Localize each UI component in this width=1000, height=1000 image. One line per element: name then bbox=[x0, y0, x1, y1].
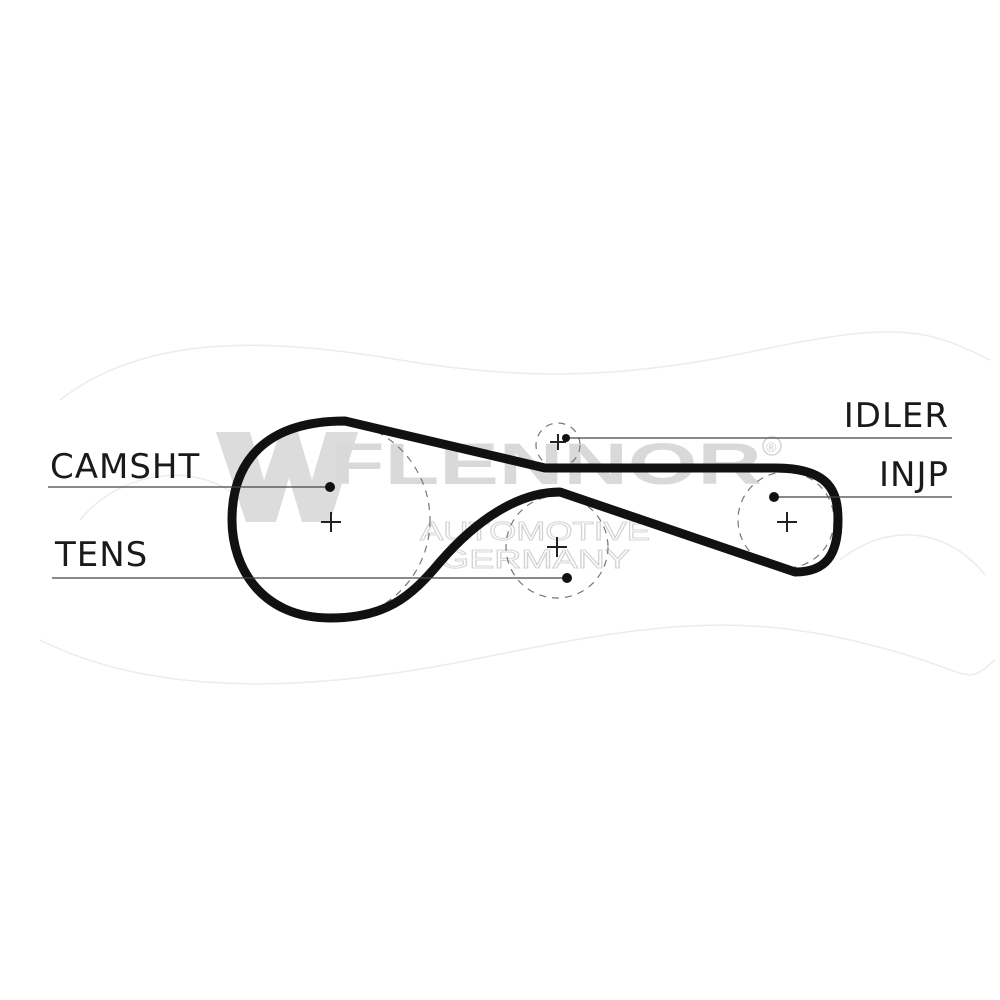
timing-belt bbox=[227, 416, 843, 623]
tensioner-centre-icon bbox=[547, 537, 567, 557]
injection-pump-label: INJP bbox=[879, 455, 949, 495]
tensioner-leader-dot bbox=[562, 573, 572, 583]
background-swirls bbox=[39, 331, 996, 685]
watermark-registered: ® bbox=[766, 439, 777, 455]
leader-lines bbox=[48, 434, 952, 583]
camshaft-centre-icon bbox=[321, 512, 341, 532]
idler-leader-dot bbox=[562, 434, 570, 442]
idler-pulley bbox=[535, 422, 581, 468]
idler-centre-icon bbox=[550, 434, 566, 450]
camshaft-label: CAMSHT bbox=[50, 447, 200, 487]
registered-circle bbox=[762, 436, 782, 456]
pulley-centres bbox=[321, 434, 797, 557]
labels: CAMSHT TENS IDLER INJP bbox=[50, 396, 949, 575]
tensioner-label: TENS bbox=[54, 535, 148, 575]
watermark-line2: GERMANY bbox=[440, 544, 630, 574]
idler-label: IDLER bbox=[844, 396, 949, 436]
injection-pump-leader-dot bbox=[769, 492, 779, 502]
camshaft-leader-dot bbox=[325, 482, 335, 492]
injection-pump-centre-icon bbox=[777, 512, 797, 532]
